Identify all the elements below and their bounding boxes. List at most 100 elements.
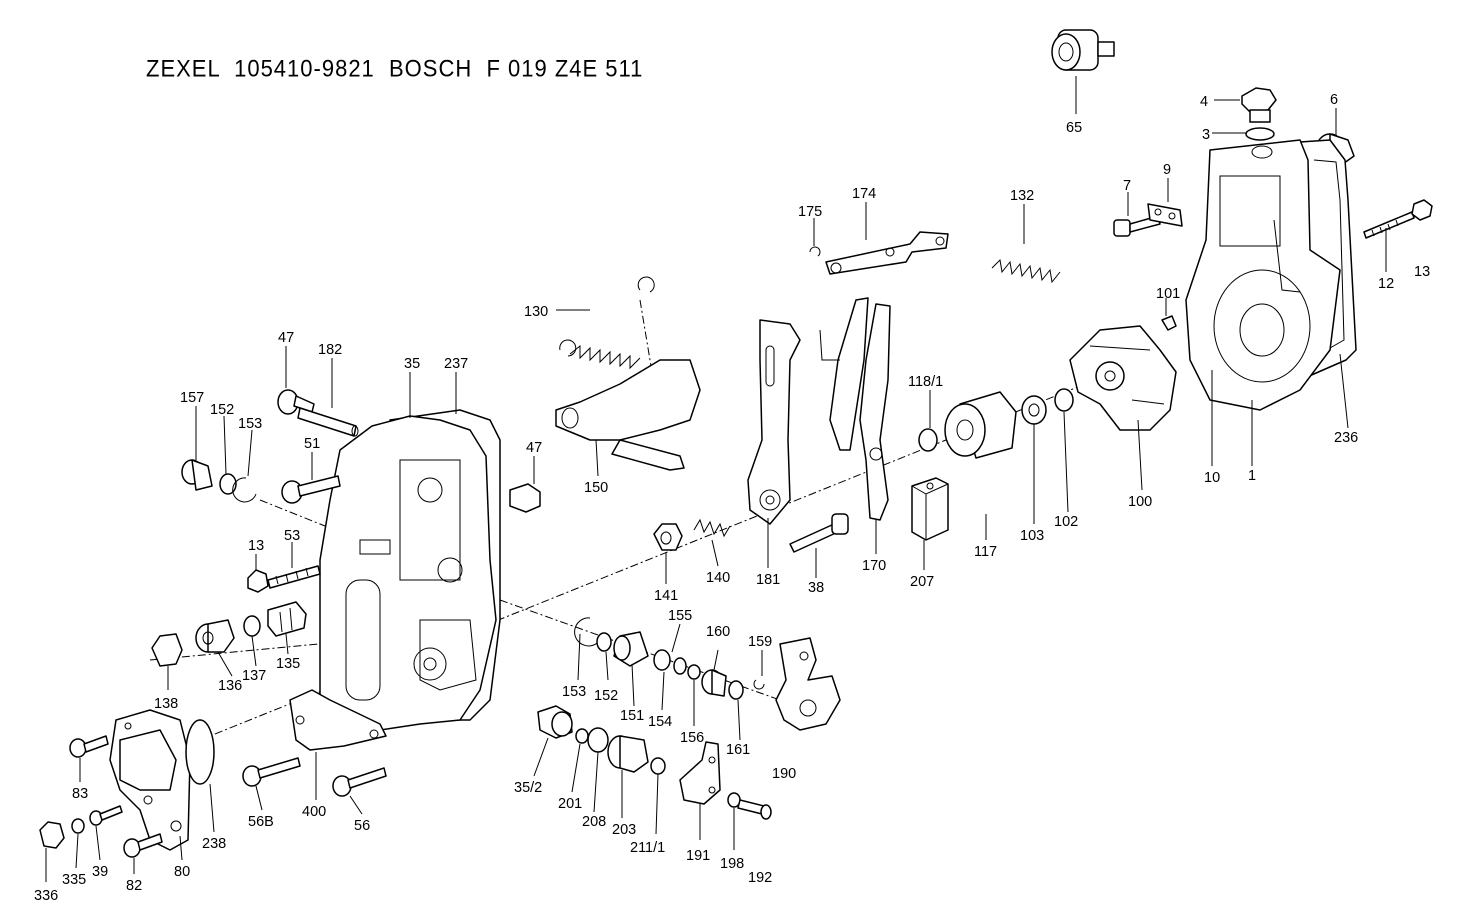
callout-157: 157 [180, 390, 204, 406]
part-151-bushing [613, 631, 649, 667]
part-35-governor-cover [319, 415, 497, 731]
part-3-washer [1245, 127, 1275, 141]
callout-101: 101 [1156, 286, 1180, 302]
callout-236: 236 [1334, 430, 1358, 446]
callout-6: 6 [1330, 92, 1338, 108]
callout-135: 135 [276, 656, 300, 672]
part-100-flyweight-assembly [1069, 325, 1177, 431]
callout-138: 138 [154, 696, 178, 712]
part-159-clip [753, 679, 765, 690]
callout-141: 141 [654, 588, 678, 604]
part-238-o-ring [185, 719, 215, 785]
part-335-washer [71, 818, 85, 834]
callout-152-right: 152 [594, 688, 618, 704]
callout-56: 56 [354, 818, 370, 834]
part-130-spring [559, 276, 655, 370]
callout-201: 201 [558, 796, 582, 812]
callout-10: 10 [1204, 470, 1220, 486]
part-157-plug [181, 459, 213, 491]
part-152-o-ring-right [596, 632, 612, 652]
part-208-ring [587, 727, 609, 753]
part-103-spacer [1021, 395, 1047, 425]
part-56-bolt [332, 767, 387, 797]
part-152-o-ring [219, 473, 237, 495]
callout-82: 82 [126, 878, 142, 894]
part-153-circlip [232, 477, 257, 503]
callout-154: 154 [648, 714, 672, 730]
callout-56B: 56B [248, 814, 274, 830]
callout-174: 174 [852, 186, 876, 202]
part-201-o-ring [575, 728, 589, 744]
part-174-link-lever [825, 231, 949, 275]
callout-159: 159 [748, 634, 772, 650]
part-65-fitting [1051, 29, 1115, 71]
callout-198: 198 [720, 856, 744, 872]
callout-83: 83 [72, 786, 88, 802]
part-117-sleeve [944, 391, 1017, 459]
callout-150: 150 [584, 480, 608, 496]
part-35-2-union [537, 705, 573, 739]
part-192-screw [737, 799, 772, 820]
callout-13-left: 13 [248, 538, 264, 554]
part-47-bolt-right [509, 483, 541, 513]
assembly-axes [149, 299, 1121, 741]
part-203-sleeve [607, 735, 649, 773]
callout-136: 136 [218, 678, 242, 694]
part-39-screw [89, 805, 123, 826]
callout-238: 238 [202, 836, 226, 852]
part-150-lever-shaft [555, 359, 701, 471]
part-138-cap-nut [151, 633, 183, 667]
callout-132: 132 [1010, 188, 1034, 204]
callout-161: 161 [726, 742, 750, 758]
part-13-nut-left [247, 569, 269, 593]
part-9-plate [1147, 203, 1183, 227]
callout-160: 160 [706, 624, 730, 640]
callout-38: 38 [808, 580, 824, 596]
part-12-stud [1363, 211, 1415, 239]
callout-207: 207 [910, 574, 934, 590]
callout-47-top: 47 [278, 330, 294, 346]
part-160-sleeve [701, 669, 727, 697]
part-154-washer [673, 657, 687, 675]
callout-47-right: 47 [526, 440, 542, 456]
part-118-1-washer [918, 428, 938, 452]
part-170-tension-lever [819, 297, 891, 521]
callout-191: 191 [686, 848, 710, 864]
part-140-spring [693, 518, 731, 538]
callout-80: 80 [174, 864, 190, 880]
callout-102: 102 [1054, 514, 1078, 530]
callout-35: 35 [404, 356, 420, 372]
part-80-cover [109, 709, 191, 851]
callout-35-2: 35/2 [514, 780, 542, 796]
part-102-washer [1054, 388, 1074, 412]
callout-12: 12 [1378, 276, 1394, 292]
callout-208: 208 [582, 814, 606, 830]
part-182-pin [297, 407, 359, 437]
part-336-nut [39, 821, 65, 849]
callout-182: 182 [318, 342, 342, 358]
part-400-bracket [289, 689, 387, 751]
callout-118-1: 118/1 [908, 374, 943, 390]
callout-39: 39 [92, 864, 108, 880]
callout-53: 53 [284, 528, 300, 544]
callout-140: 140 [706, 570, 730, 586]
part-156-washer [687, 664, 701, 680]
callout-203: 203 [612, 822, 636, 838]
callout-237: 237 [444, 356, 468, 372]
part-181-lever [747, 319, 801, 525]
callout-65: 65 [1066, 120, 1082, 136]
callout-153-right: 153 [562, 684, 586, 700]
part-82-bolt [123, 833, 163, 858]
callout-51: 51 [304, 436, 320, 452]
part-141-nut [653, 523, 683, 551]
part-137-washer [243, 615, 261, 637]
part-4-plug [1241, 87, 1277, 123]
part-56B-bolt [242, 757, 301, 787]
callout-152-left: 152 [210, 402, 234, 418]
part-1-governor-housing [1185, 139, 1341, 411]
part-135-valve [267, 601, 307, 637]
callout-9: 9 [1163, 162, 1171, 178]
callout-13-right: 13 [1414, 264, 1430, 280]
callout-335: 335 [62, 872, 86, 888]
